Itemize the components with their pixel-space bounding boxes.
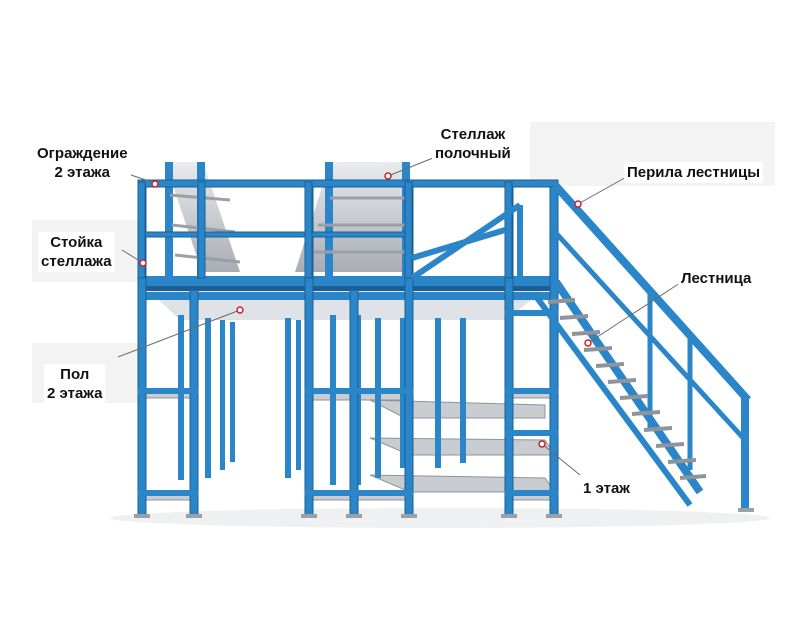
base-plates <box>134 508 754 518</box>
ground-shadow <box>110 508 770 528</box>
label-guardrail-line1: Ограждение <box>37 145 128 162</box>
label-shelf-rack-line1: Стеллаж <box>440 126 506 143</box>
stair-railing <box>552 182 751 510</box>
front-beams <box>138 310 558 496</box>
marker-floor-2 <box>236 306 244 314</box>
lower-shelves <box>139 389 557 501</box>
callout-markers <box>139 172 592 448</box>
label-shelf-rack-line2: полочный <box>435 145 511 162</box>
label-rack-post-line2: стеллажа <box>41 253 112 270</box>
marker-stairs <box>584 339 592 347</box>
label-stair-railing-text: Перила лестницы <box>627 164 761 181</box>
label-stair-railing: Перила лестницы <box>624 162 764 183</box>
marker-shelf-rack <box>384 172 392 180</box>
marker-guardrail <box>151 180 159 188</box>
stair-top-guard <box>410 202 523 281</box>
marker-stair-railing <box>574 200 582 208</box>
label-guardrail-2nd-floor: Ограждение 2 этажа <box>34 143 131 183</box>
label-rack-post-line1: Стойка <box>50 234 103 251</box>
label-stairs-text: Лестница <box>681 270 752 287</box>
label-floor-2-line1: Пол <box>60 366 90 383</box>
label-rack-post: Стойка стеллажа <box>38 232 115 272</box>
leader-lines <box>117 155 681 476</box>
upper-shelving-right <box>295 162 410 277</box>
label-floor-1-text: 1 этаж <box>583 480 630 497</box>
marker-rack-post <box>139 259 147 267</box>
label-shelf-rack: Стеллаж полочный <box>432 124 514 164</box>
label-floor-1: 1 этаж <box>580 478 633 499</box>
label-guardrail-line2: 2 этажа <box>54 164 110 181</box>
marker-floor-1 <box>538 440 546 448</box>
second-floor-deck <box>140 276 556 320</box>
label-floor-2: Пол 2 этажа <box>44 364 106 404</box>
label-stairs: Лестница <box>678 268 755 289</box>
label-floor-2-line2: 2 этажа <box>47 385 103 402</box>
stair-treads <box>547 298 707 480</box>
